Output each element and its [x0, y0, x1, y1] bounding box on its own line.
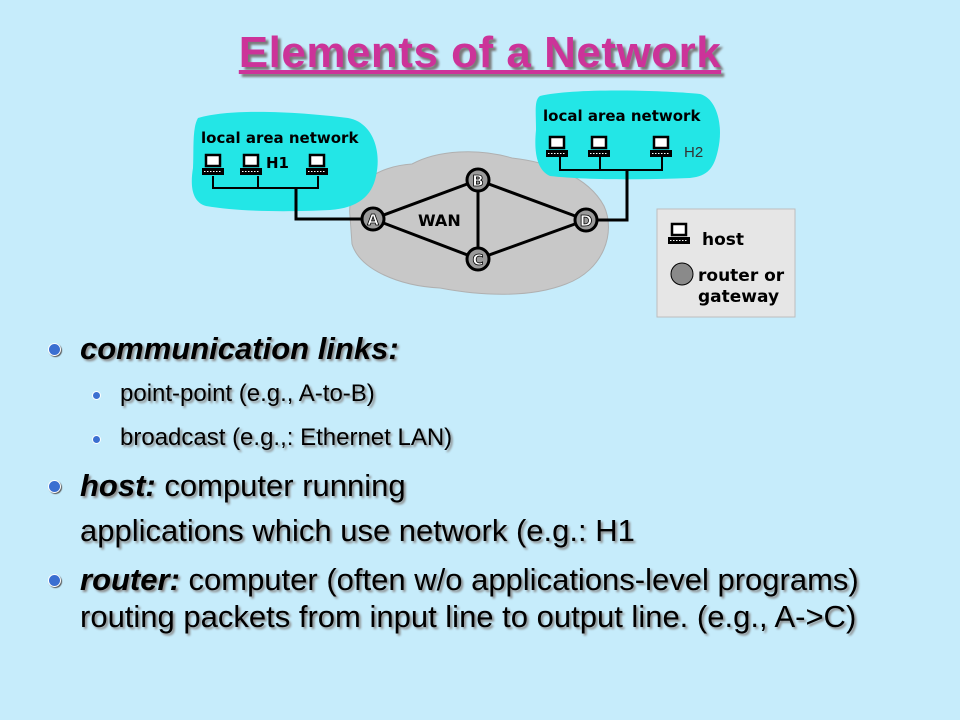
link-a-c: [372, 217, 479, 261]
router-a-label: A: [367, 211, 379, 229]
links-term: communication links:: [80, 331, 399, 366]
legend-router-label-2: gateway: [698, 287, 779, 307]
lan-left-bus: [212, 176, 319, 189]
link-lan-left-a: [294, 188, 373, 221]
legend-host-icon: [666, 222, 692, 246]
legend-box: host router or gateway: [656, 208, 796, 318]
router-c: C: [465, 246, 491, 272]
router-a: A: [360, 206, 386, 232]
link-c-d: [477, 218, 587, 261]
bullet-router: router: computer (often w/o applications…: [44, 561, 944, 635]
bullet-dot-icon: [48, 574, 61, 587]
host-text: computer running: [155, 468, 406, 503]
legend-host-label: host: [702, 230, 744, 250]
router-text: computer (often w/o applications-level p…: [80, 562, 859, 634]
legend-router-icon: [670, 262, 694, 286]
bullet-communication-links: communication links:: [44, 330, 944, 367]
router-d-label: D: [580, 212, 592, 230]
router-c-label: C: [472, 251, 483, 269]
h2-label: H2: [684, 144, 703, 161]
bullet-dot-icon: [48, 343, 61, 356]
host-icon-h1: [238, 153, 264, 177]
lan-right-bus: [559, 157, 663, 171]
bullet-list: communication links: point-point (e.g., …: [44, 330, 944, 647]
host-icon: [200, 153, 226, 177]
router-term: router:: [80, 562, 180, 597]
bullet-dot-icon: [92, 391, 101, 400]
lan-right-label: local area network: [543, 107, 701, 125]
host-continuation: applications which use network (e.g.: H1: [80, 513, 635, 548]
links-sub2: broadcast (e.g.,: Ethernet LAN): [120, 424, 453, 451]
router-b-label: B: [472, 172, 483, 190]
host-icon: [586, 135, 612, 159]
host-icon: [304, 153, 330, 177]
bullet-dot-icon: [92, 435, 101, 444]
lan-left-cloud: [191, 111, 378, 212]
bullet-dot-icon: [48, 480, 61, 493]
link-b-d: [477, 178, 587, 222]
host-icon: [544, 135, 570, 159]
router-b: B: [465, 167, 491, 193]
lan-right-cloud: [535, 90, 720, 180]
link-a-b: [372, 178, 479, 221]
host-term: host:: [80, 468, 156, 503]
lan-left-label: local area network: [201, 129, 359, 147]
host-icon-h2: [648, 135, 674, 159]
link-lan-right-d: [586, 170, 629, 222]
links-sub1: point-point (e.g., A-to-B): [120, 380, 375, 407]
sub-bullet-broadcast: broadcast (e.g.,: Ethernet LAN): [44, 423, 944, 453]
legend-router-label-1: router or: [698, 266, 785, 286]
router-d: D: [573, 207, 599, 233]
bullet-host: host: computer running: [44, 467, 944, 504]
sub-bullet-point-point: point-point (e.g., A-to-B): [44, 379, 944, 409]
wan-label: WAN: [418, 211, 461, 230]
h1-label: H1: [266, 154, 289, 172]
slide-title: Elements of a Network: [238, 28, 722, 77]
